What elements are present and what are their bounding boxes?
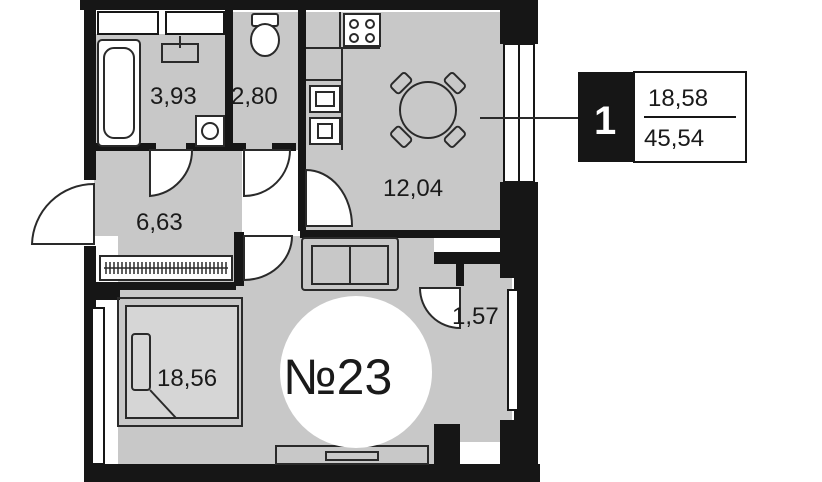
kitchen-counter [306,12,380,150]
apartment-number-circle [280,296,432,448]
room-area-balcony: 1,57 [452,303,499,330]
room-area-hall: 6,63 [136,209,183,236]
apartment-number: №23 [283,349,392,405]
room-area-kitchen: 12,04 [383,175,443,202]
dining-table-icon [390,72,466,148]
room-area-toilet: 2,80 [231,83,278,110]
room-count: 1 [594,99,616,143]
bathtub-icon [97,39,141,147]
kitchen-sink-icon [309,85,341,145]
room-area-bedroom: 18,56 [157,365,217,392]
windows [91,11,535,465]
total-area: 45,54 [644,125,704,152]
room-count-box [578,72,634,162]
room-area-bathroom: 3,93 [150,83,197,110]
stove-icon [343,13,381,47]
washing-machine-icon [195,115,225,147]
bed-icon [117,297,243,427]
sink-icon [161,36,199,63]
wardrobe-icon [99,255,233,281]
living-area: 18,58 [648,85,708,112]
sofa-icon [301,237,399,291]
toilet-icon [250,13,280,57]
doors [30,149,461,330]
